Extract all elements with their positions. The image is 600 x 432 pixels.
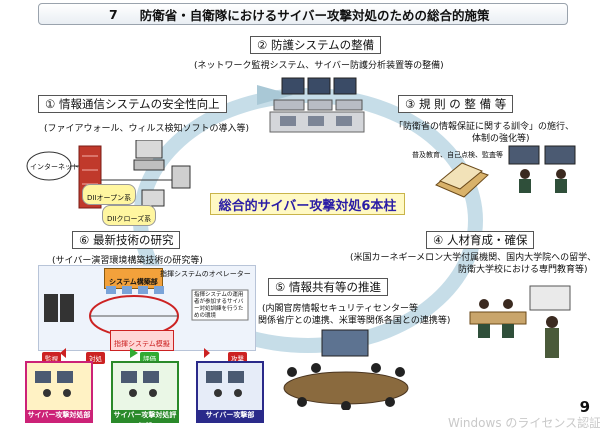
dii-closed-badge: DIIクローズ系 — [102, 205, 157, 226]
team-response-label: サイバー攻撃対処部 — [27, 410, 91, 421]
pillar-5-box: ⑤ 情報共有等の推進 — [268, 278, 388, 296]
pillar-3-label: ③ 規 則 の 整 備 等 — [405, 97, 507, 111]
illus3-caption: 普及教育、自己点検、監査等 — [412, 151, 503, 159]
internet-label: インターネット — [30, 163, 79, 171]
books-illustration — [435, 162, 489, 198]
pillar-2-box: ② 防護システムの整備 — [250, 36, 382, 54]
system-dept-label: システム構築部 — [109, 278, 158, 286]
pillar-1-sub: (ファイアウォール、ウィルス検知ソフトの導入等) — [44, 124, 250, 134]
team-attack-label: サイバー攻撃部 — [198, 410, 262, 421]
network-exercise-illustration — [44, 286, 249, 337]
pillar-5-label: ⑤ 情報共有等の推進 — [275, 280, 381, 294]
pillar-1-label: ① 情報通信システムの安全性向上 — [45, 97, 220, 111]
pillar-3-sub1: 「防衛省の情報保証に関する訓令」の施行、 — [394, 122, 575, 132]
team-response-icon — [35, 371, 73, 397]
pillar-1-box: ① 情報通信システムの安全性向上 — [38, 95, 227, 113]
dii-open-label: DIIオープン系 — [87, 194, 132, 202]
page-title: 7 防衛省・自衛隊におけるサイバー攻撃対処のための総合的施策 — [38, 3, 568, 25]
dii-open-badge: DIIオープン系 — [82, 184, 137, 205]
pillar-4-sub2: 防衛大学校における専門教育等) — [458, 265, 588, 275]
pillar-3-sub2: 体制の強化等) — [472, 134, 530, 144]
page-number: 9 — [579, 398, 590, 416]
team-response-box: サイバー攻撃対処部 — [25, 361, 93, 423]
team-attack-box: サイバー攻撃部 — [196, 361, 264, 423]
flow-arrows-icon — [60, 348, 210, 358]
pillar-4-sub1: (米国カーネギーメロン大学付属機関、国内大学院への留学、 — [350, 253, 597, 263]
pillar-5-sub2: 関係省庁との連携、米軍等関係各国との連携等) — [258, 316, 451, 326]
team-evaluation-label: サイバー攻撃対処評価部 — [113, 410, 177, 430]
pillar-3-box: ③ 規 則 の 整 備 等 — [398, 95, 514, 113]
team-evaluation-icon — [121, 371, 159, 397]
ring-arrow-icon — [257, 85, 293, 105]
pillar-5-sub1: (内閣官房情報セキュリティセンター等 — [262, 304, 418, 314]
pillar-6-label: ⑥ 最新技術の研究 — [79, 233, 174, 247]
pillar-6-box: ⑥ 最新技術の研究 — [72, 231, 181, 249]
pillar-6-sub: (サイバー演習環境構築技術の研究等) — [52, 256, 203, 266]
team-attack-icon — [206, 371, 244, 397]
activation-watermark: Windows のライセンス認証 — [448, 416, 600, 430]
monitoring-room-illustration — [269, 77, 365, 133]
inspection-illustration — [508, 145, 576, 193]
operator-label: 指揮システムのオペレーター — [160, 270, 251, 278]
pillar-4-label: ④ 人材育成・確保 — [433, 233, 528, 247]
title-number: 7 — [109, 6, 118, 22]
dii-closed-label: DIIクローズ系 — [107, 215, 152, 223]
environment-label: 指揮システム模擬 — [114, 340, 170, 348]
pillar-2-sub: (ネットワーク監視システム、サイバー防護分析装置等の整備) — [194, 61, 444, 71]
pillar-2-label: ② 防護システムの整備 — [257, 38, 375, 52]
environment-badge: 指揮システム模擬 — [110, 330, 174, 351]
environment-description: 指揮システムの運用者が参加するサイバー対処訓練を行うための環境 — [194, 292, 244, 319]
classroom-illustration — [469, 285, 571, 358]
pillar-4-box: ④ 人材育成・確保 — [426, 231, 535, 249]
meeting-illustration — [283, 329, 409, 410]
team-evaluation-box: サイバー攻撃対処評価部 — [111, 361, 179, 430]
system-dept-badge: システム構築部 — [104, 268, 163, 289]
title-text: 防衛省・自衛隊におけるサイバー攻撃対処のための総合的施策 — [139, 7, 490, 23]
center-label: 総合的サイバー攻撃対処6本柱 — [210, 193, 405, 215]
